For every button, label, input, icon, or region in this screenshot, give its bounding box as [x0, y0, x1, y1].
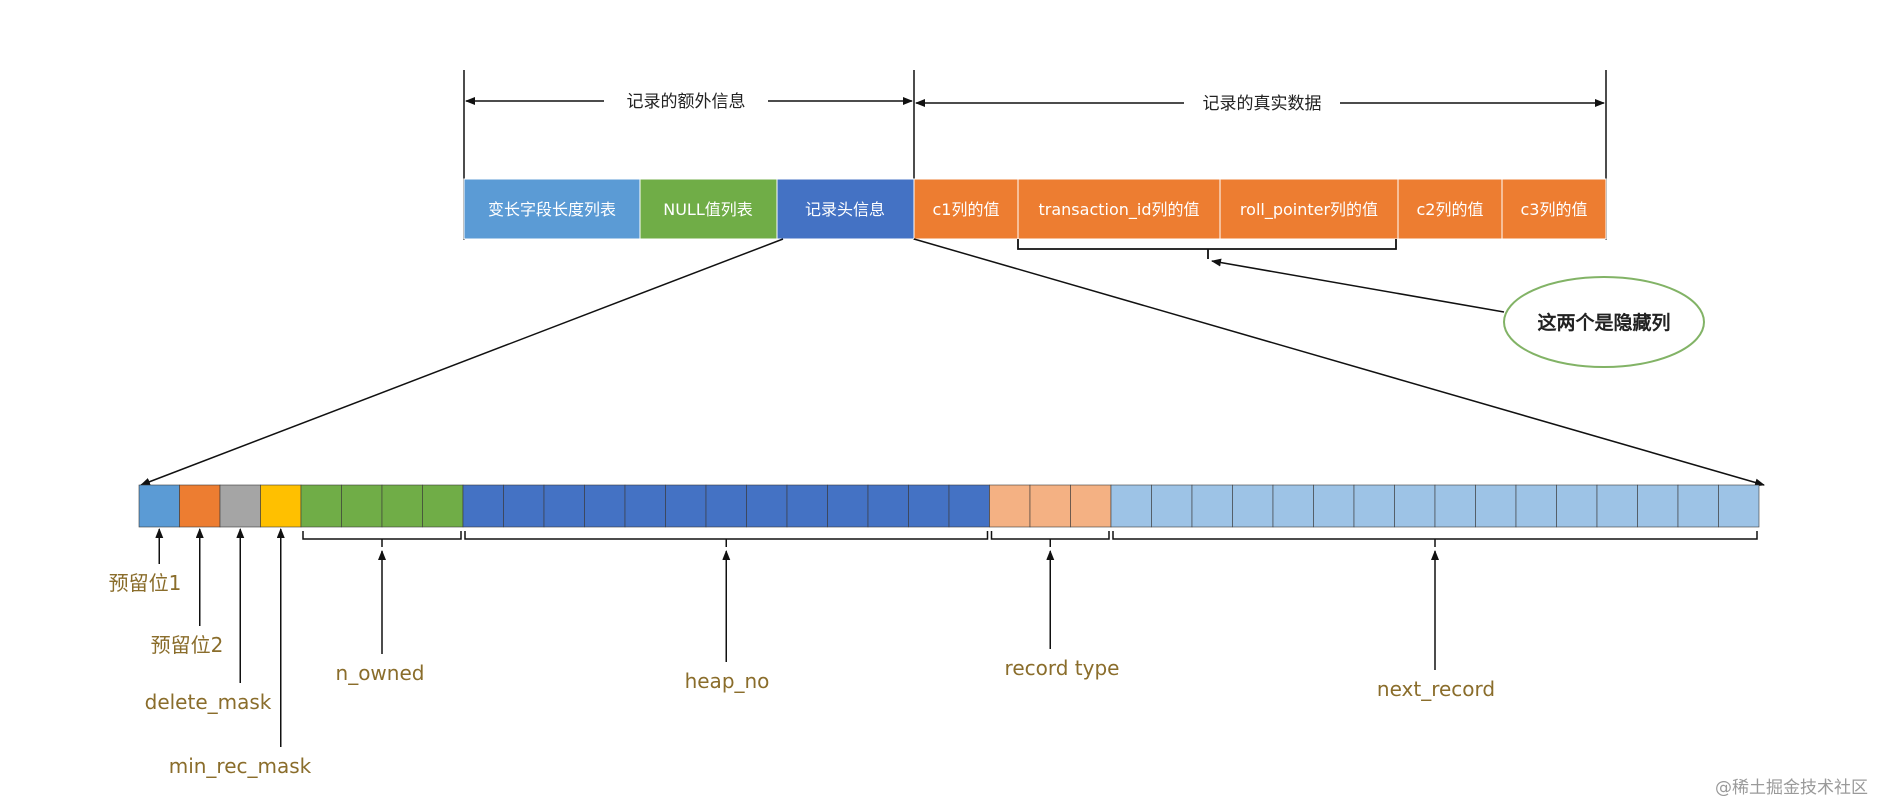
bit-cell-next-record: [1556, 484, 1598, 528]
bit-cell-next-record: [1637, 484, 1679, 528]
bit-cell-heap-no: [827, 484, 869, 528]
bit-cell-record-type: [989, 484, 1031, 528]
bit-cell-heap-no: [665, 484, 707, 528]
expansion-line-left: [140, 238, 784, 486]
bit-cell-heap-no: [786, 484, 828, 528]
bit-cell-delete-mask: [219, 484, 261, 528]
bit-cell-next-record: [1110, 484, 1152, 528]
bit-label-next-record: next_record: [1377, 677, 1495, 701]
bit-label-reserved-1: 预留位1: [109, 571, 182, 595]
hidden-columns-brace: [1017, 239, 1397, 259]
watermark-text: @稀土掘金技术社区: [1715, 778, 1868, 798]
hidden-columns-callout: 这两个是隐藏列: [1017, 239, 1705, 368]
expansion-lines: [140, 238, 1765, 487]
bit-cell-reserved-2: [179, 484, 221, 528]
brace-heap-no: [464, 531, 989, 547]
bit-cell-next-record: [1394, 484, 1436, 528]
bit-cell-n-owned: [381, 484, 423, 528]
bit-label-n-owned: n_owned: [336, 661, 425, 685]
record-cell-label-var-len-list: 变长字段长度列表: [488, 200, 616, 219]
record-cell-label-transaction-id: transaction_id列的值: [1039, 200, 1200, 220]
bit-cell-next-record: [1313, 484, 1355, 528]
bit-cell-heap-no: [908, 484, 950, 528]
brace-record-type: [990, 531, 1110, 547]
record-cell-c2: [1397, 178, 1503, 240]
bit-cell-next-record: [1272, 484, 1314, 528]
bit-cell-heap-no: [867, 484, 909, 528]
header-bits-row: [138, 484, 1760, 528]
callout-label: 这两个是隐藏列: [1537, 311, 1670, 334]
bit-label-heap-no: heap_no: [685, 669, 770, 693]
bit-cell-heap-no: [624, 484, 666, 528]
bit-cell-next-record: [1232, 484, 1274, 528]
record-row: 变长字段长度列表 NULL值列表 记录头信息 c1列的值 transaction…: [463, 178, 1607, 240]
bit-cell-heap-no: [746, 484, 788, 528]
bit-label-delete-mask: delete_mask: [145, 690, 272, 714]
header-bits-annotations: 预留位1 预留位2 delete_mask min_rec_mask n_owned he…: [109, 528, 1758, 778]
record-cell-label-c3: c3列的值: [1521, 200, 1588, 219]
record-cell-label-roll-pointer: roll_pointer列的值: [1240, 200, 1378, 220]
dimension-lines: 记录的额外信息 记录的真实数据: [463, 70, 1607, 240]
bit-cell-next-record: [1191, 484, 1233, 528]
bit-cell-next-record: [1434, 484, 1476, 528]
bit-label-record-type: record type: [1005, 656, 1120, 680]
record-cell-label-c2: c2列的值: [1417, 200, 1484, 219]
record-cell-transaction-id: [1017, 178, 1221, 240]
real-data-label: 记录的真实数据: [1203, 94, 1322, 114]
bit-cell-next-record: [1353, 484, 1395, 528]
bit-label-reserved-2: 预留位2: [151, 633, 224, 657]
callout-bubble: [1503, 276, 1705, 368]
bit-cell-next-record: [1515, 484, 1557, 528]
record-cell-label-c1: c1列的值: [933, 200, 1000, 219]
brace-n-owned: [302, 531, 462, 547]
brace-next-record: [1112, 531, 1758, 547]
record-cell-label-null-list: NULL值列表: [663, 200, 753, 219]
bit-cell-heap-no: [584, 484, 626, 528]
bit-cell-n-owned: [422, 484, 464, 528]
callout-pointer-arrow: [1211, 258, 1505, 313]
bit-cell-heap-no: [462, 484, 504, 528]
bit-cell-next-record: [1677, 484, 1719, 528]
bit-cell-reserved-1: [138, 484, 180, 528]
bit-cell-n-owned: [341, 484, 383, 528]
bit-cell-heap-no: [705, 484, 747, 528]
bit-cell-next-record: [1718, 484, 1760, 528]
extra-info-label: 记录的额外信息: [627, 92, 746, 112]
bit-cell-heap-no: [503, 484, 545, 528]
bit-cell-next-record: [1151, 484, 1193, 528]
record-cell-label-record-header: 记录头信息: [805, 200, 885, 219]
bit-cell-next-record: [1475, 484, 1517, 528]
bit-cell-record-type: [1029, 484, 1071, 528]
record-cell-c1: [913, 178, 1019, 240]
bit-cell-next-record: [1596, 484, 1638, 528]
record-cell-roll-pointer: [1219, 178, 1399, 240]
bit-cell-heap-no: [948, 484, 990, 528]
record-cell-c3: [1501, 178, 1607, 240]
bit-cell-n-owned: [300, 484, 342, 528]
bit-cell-min-rec-mask: [260, 484, 302, 528]
bit-cell-record-type: [1070, 484, 1112, 528]
bit-cell-heap-no: [543, 484, 585, 528]
expansion-line-right: [913, 238, 1765, 487]
record-cell-record-header: [776, 178, 915, 240]
bit-label-min-rec-mask: min_rec_mask: [169, 754, 312, 778]
